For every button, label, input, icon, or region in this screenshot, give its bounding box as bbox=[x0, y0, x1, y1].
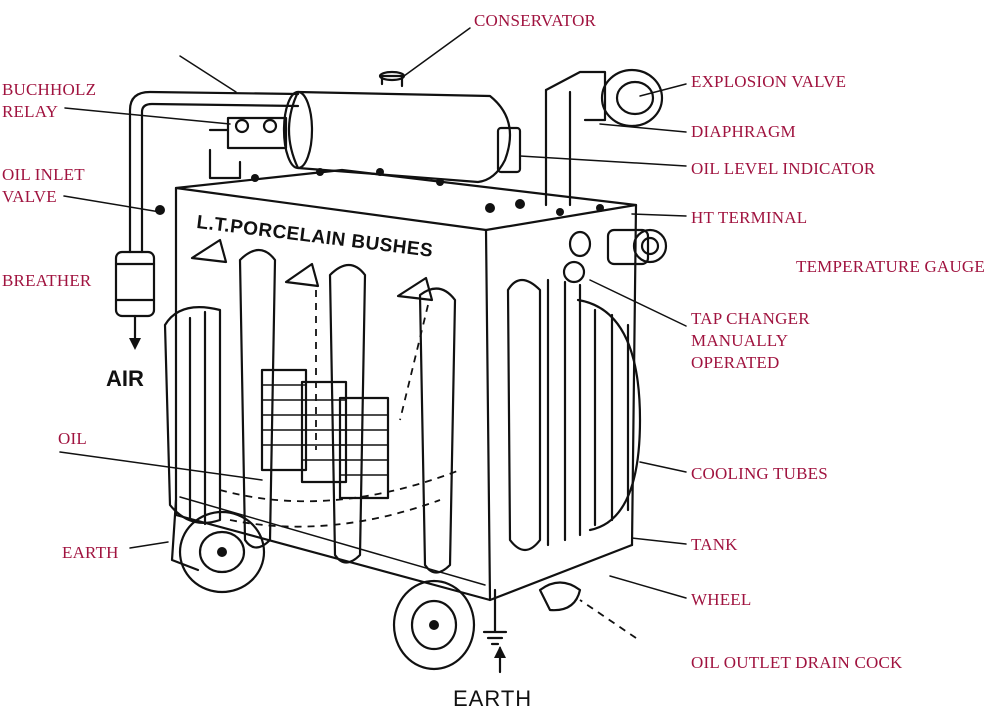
leader-oil bbox=[59, 451, 263, 481]
leader-wheel bbox=[609, 575, 687, 599]
leader-diaphragm bbox=[599, 123, 687, 133]
label-oil-outlet-drain-cock: OIL OUTLET DRAIN COCK bbox=[691, 653, 903, 672]
leader-buchholz-pipe bbox=[179, 55, 237, 93]
leader-drain-cock bbox=[579, 599, 637, 639]
label-oil: OIL bbox=[58, 429, 87, 448]
leader-tank bbox=[631, 537, 687, 545]
earth-bottom-text: EARTH bbox=[453, 686, 533, 711]
label-tap-changer: TAP CHANGER MANUALLY OPERATED bbox=[691, 308, 810, 374]
leader-ht-terminal bbox=[631, 213, 687, 217]
lt-bushings bbox=[190, 238, 434, 450]
label-cooling-tubes: COOLING TUBES bbox=[691, 464, 828, 483]
label-diaphragm: DIAPHRAGM bbox=[691, 122, 796, 141]
leader-oil-level bbox=[519, 155, 687, 167]
cooling-tubes-front bbox=[163, 248, 457, 574]
label-temperature-gauge: TEMPERATURE GAUGE bbox=[796, 257, 985, 276]
label-ht-terminal: HT TERMINAL bbox=[691, 208, 808, 227]
label-tap-changer-line2: MANUALLY bbox=[691, 331, 789, 350]
leader-lines bbox=[59, 27, 687, 639]
leader-cooling-tubes bbox=[639, 461, 687, 473]
wheels bbox=[178, 510, 582, 671]
leader-tap-changer bbox=[589, 279, 687, 327]
label-tap-changer-line1: TAP CHANGER bbox=[691, 309, 810, 328]
earth-connection bbox=[482, 588, 508, 674]
cooling-tubes-side bbox=[506, 278, 642, 552]
core-coils bbox=[219, 368, 461, 528]
breather-unit bbox=[114, 250, 156, 350]
explosion-vent bbox=[544, 68, 664, 207]
leader-oil-inlet bbox=[63, 195, 161, 213]
label-earth-left: EARTH bbox=[62, 543, 119, 562]
leader-buchholz bbox=[64, 107, 231, 125]
label-oil-inlet-line1: OIL INLET bbox=[2, 165, 85, 184]
label-oil-level-indicator: OIL LEVEL INDICATOR bbox=[691, 159, 876, 178]
label-explosion-valve: EXPLOSION VALVE bbox=[691, 72, 847, 91]
label-breather: BREATHER bbox=[2, 271, 92, 290]
label-buchholz-relay: BUCHHOLZ RELAY bbox=[2, 79, 96, 123]
label-buchholz-line2: RELAY bbox=[2, 102, 59, 121]
ht-bushing-gauge bbox=[562, 228, 668, 284]
buchholz-relay-pipe bbox=[128, 90, 300, 254]
label-buchholz-line1: BUCHHOLZ bbox=[2, 80, 97, 99]
leader-earth-left bbox=[129, 541, 169, 549]
label-conservator: CONSERVATOR bbox=[474, 11, 597, 30]
leader-explosion-valve bbox=[639, 83, 687, 97]
label-oil-inlet-valve: OIL INLET VALVE bbox=[2, 164, 85, 208]
label-oil-inlet-line2: VALVE bbox=[2, 187, 57, 206]
tank-body bbox=[170, 168, 638, 602]
label-tap-changer-line3: OPERATED bbox=[691, 353, 780, 372]
leader-conservator bbox=[403, 27, 471, 77]
conservator-tank bbox=[282, 70, 522, 184]
tank-cover-bolts bbox=[155, 168, 604, 216]
label-wheel: WHEEL bbox=[691, 590, 752, 609]
label-tank: TANK bbox=[691, 535, 738, 554]
air-text: AIR bbox=[106, 366, 144, 391]
